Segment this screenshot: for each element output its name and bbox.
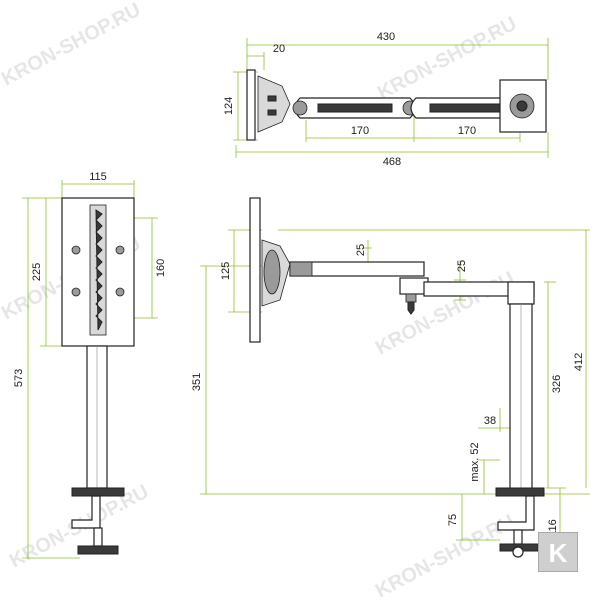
dim-label: 25 [456, 260, 468, 272]
top-vesa-plate [246, 69, 256, 141]
dim-label: 225 [31, 263, 43, 281]
side-clamp-top [495, 487, 545, 497]
watermark-text: KRON-SHOP.RU [374, 13, 520, 105]
side-view: 125 25 25 351 412 326 38 max. 52 75 116 [191, 197, 590, 561]
top-tilt-head [257, 75, 291, 133]
dim-label: 25 [355, 244, 367, 256]
front-clamp-knob [77, 545, 119, 555]
side-clamp-body [497, 495, 535, 531]
dim-label: 124 [223, 97, 235, 115]
dim-label: 170 [458, 125, 476, 137]
kron-logo-letter: K [548, 538, 568, 568]
front-view: 115 225 160 573 [13, 171, 167, 559]
watermark-text: KRON-SHOP.RU [0, 0, 144, 90]
dim-label: 125 [220, 262, 232, 280]
kron-logo-badge: K [538, 532, 578, 572]
front-clamp-top [71, 487, 125, 497]
dim-label: 468 [383, 156, 401, 168]
dim-label: 170 [351, 125, 369, 137]
top-view: 430 20 124 170 170 468 [223, 31, 549, 168]
dim-label: 351 [191, 373, 203, 391]
side-vesa-plate [249, 197, 261, 343]
dim-label: 160 [155, 259, 167, 277]
dim-label: 430 [377, 31, 395, 43]
dim-label: 20 [273, 43, 285, 55]
dim-label: 75 [447, 514, 459, 526]
dim-label: 38 [484, 415, 496, 427]
dim-label: max. 52 [469, 442, 481, 481]
watermark-text: KRON-SHOP.RU [372, 511, 518, 600]
dim-label: 115 [89, 171, 107, 183]
side-pole-cap [507, 281, 535, 305]
dim-label: 573 [13, 369, 25, 387]
dim-label: 326 [551, 375, 563, 393]
dim-label: 412 [573, 353, 585, 371]
